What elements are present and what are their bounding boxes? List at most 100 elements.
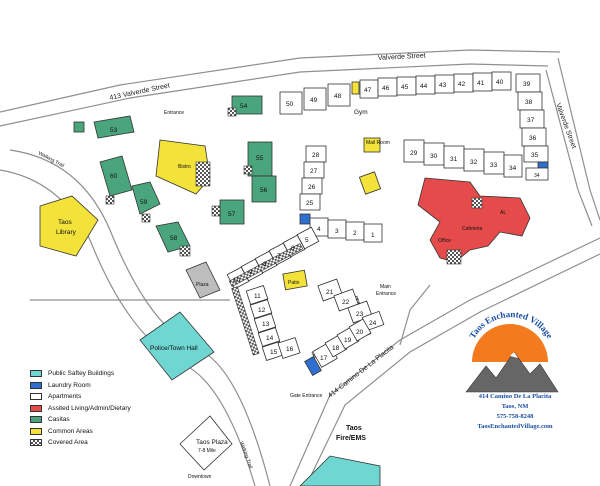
unit-label: 29 — [410, 150, 418, 157]
unit-35 — [523, 145, 549, 163]
common-areas: Bistro Mail Room Patio Taos Library — [39, 137, 390, 291]
unit-label: 32 — [470, 159, 478, 166]
legend-item: Public Saftey Buildings — [30, 368, 170, 380]
taos-library-building — [39, 195, 99, 257]
unit-label: 46 — [382, 85, 390, 92]
lower-bottom-apartments: 17 18 19 20 — [304, 318, 372, 376]
brand-city: Taos, NM — [501, 403, 529, 410]
unit-label: 43 — [439, 82, 447, 89]
cafeteria-label: Cafeteria — [462, 226, 483, 232]
unit-1 — [363, 223, 383, 243]
unit-label: 26 — [308, 184, 316, 191]
fire-label-2: Fire/EMS — [336, 435, 366, 442]
middle-row-apartments: 29 30 31 32 33 34 — [403, 139, 523, 178]
unit-label: 16 — [286, 346, 294, 353]
legend-swatch — [30, 427, 42, 435]
unit-50 — [279, 91, 303, 115]
laundry-room — [537, 161, 549, 169]
casita-54 — [231, 95, 263, 115]
unit-34 — [503, 154, 523, 178]
laundry-room — [304, 356, 322, 376]
casita-label: 54 — [240, 103, 248, 110]
unit-label: 41 — [477, 80, 485, 87]
casita-56 — [251, 175, 277, 203]
casita-label: 57 — [228, 211, 236, 218]
main-entrance-label-1: Main — [380, 284, 391, 290]
bistro-label: Bistro — [178, 164, 191, 170]
legend-label: Assited Living/Admin/Dietary — [48, 404, 131, 412]
legend-label: Covered Area — [48, 439, 88, 447]
unit-label: 37 — [527, 117, 535, 124]
unit-label: 48 — [334, 93, 342, 100]
public-safety: Police/Town Hall — [139, 311, 381, 486]
lower-right-wing-apartments: 21 22 23 24 — [317, 278, 385, 337]
brand-phone: 575-758-8248 — [496, 413, 534, 420]
unit-label: 10 — [233, 277, 241, 284]
casita-label: 56 — [260, 187, 268, 194]
unit-label: 44 — [420, 83, 428, 90]
main-entrance-label-2: Entrance — [376, 291, 396, 297]
unit-label: 21 — [326, 289, 334, 296]
legend-item: Assited Living/Admin/Dietary — [30, 403, 170, 415]
unit-13 — [253, 313, 277, 333]
fire-label-1: Taos — [346, 425, 362, 432]
legend-label: Common Areas — [48, 427, 93, 435]
unit-label: 18 — [332, 345, 340, 352]
police-label: Police/Town Hall — [150, 345, 198, 352]
unit-label: 6 — [291, 245, 295, 252]
legend-label: Laundry Room — [48, 381, 91, 389]
common-small — [358, 171, 382, 195]
misc-labels: Entrance Gym Main Entrance Gate Entrance… — [164, 109, 396, 442]
covered-walkway — [231, 286, 260, 356]
walking-trail-lower: Walking Trail — [238, 441, 253, 470]
covered-area — [195, 161, 211, 187]
unit-11 — [245, 285, 269, 305]
brand-web[interactable]: TaosEnchantedVillage.com — [477, 423, 553, 430]
unit-label: 33 — [490, 162, 498, 169]
brand-address: 414 Camino De La Placita — [478, 393, 552, 400]
covered-area — [211, 205, 221, 217]
unit-label: 1 — [371, 232, 375, 239]
unit-label: 38 — [525, 99, 533, 106]
legend-item: Laundry Room — [30, 380, 170, 392]
unit-label: 39 — [523, 81, 531, 88]
covered-area — [471, 197, 483, 209]
unit-label: 3 — [335, 228, 339, 235]
patio-building — [282, 269, 308, 291]
unit-34-right — [525, 167, 549, 181]
unit-label: 42 — [458, 81, 466, 88]
walking-trail-upper: Walking Trail — [37, 150, 65, 169]
covered-area — [179, 245, 191, 257]
contact-block: 414 Camino De La Placita Taos, NM 575-75… — [440, 392, 590, 432]
plaza-label: Plaza — [196, 282, 209, 288]
map-legend: Public Saftey Buildings Laundry Room Apa… — [30, 368, 170, 449]
legend-label: Public Saftey Buildings — [48, 370, 115, 378]
patio-label: Patio — [288, 280, 300, 286]
street-valverde-top: Valverde Street — [378, 53, 426, 62]
legend-label: Apartments — [48, 393, 82, 401]
laundry-room — [299, 213, 311, 225]
casita-label: 53 — [110, 127, 118, 134]
legend-swatch — [30, 416, 42, 424]
legend-item: Casitas — [30, 414, 170, 426]
entrance-label: Entrance — [164, 110, 184, 116]
taos-plaza-label: Taos Plaza — [196, 439, 228, 446]
unit-12 — [249, 299, 273, 319]
right-column-apartments: 39 38 37 36 35 34 — [515, 73, 549, 181]
lower-left-wing-apartments: 11 12 13 14 15 16 — [231, 285, 301, 361]
unit-label: 9 — [249, 269, 253, 276]
taos-plaza-sub-label: 7-8 Mile — [198, 448, 216, 454]
unit-label: 30 — [430, 153, 438, 160]
assisted-living-complex: Office Cafeteria AL — [417, 177, 531, 265]
plaza-building — [185, 261, 221, 299]
covered-area — [105, 195, 115, 205]
casita-60 — [99, 155, 133, 197]
taos-plaza: Taos Plaza 7-8 Mile Downtown — [179, 415, 233, 480]
unit-49 — [303, 87, 327, 111]
unit-label: 7 — [277, 253, 281, 260]
legend-item: Common Areas — [30, 426, 170, 438]
casita-label: 60 — [110, 173, 118, 180]
legend-swatch — [30, 370, 42, 378]
unit-label: 27 — [310, 168, 318, 175]
unit-label: 17 — [320, 355, 328, 362]
